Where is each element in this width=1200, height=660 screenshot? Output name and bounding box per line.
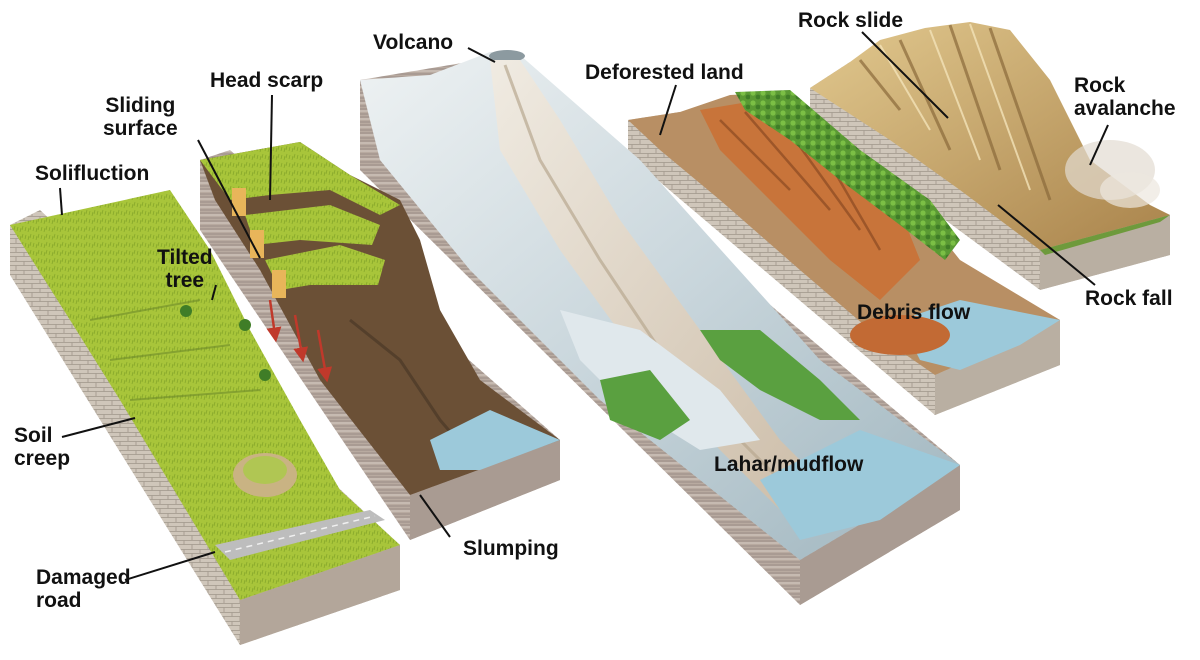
leader-tilted-tree	[211, 284, 217, 301]
label-damaged-road: Damaged road	[36, 566, 131, 612]
label-damaged-road-line1: Damaged	[36, 566, 131, 589]
label-sliding-surface: Sliding surface	[103, 94, 178, 140]
rock-block	[810, 22, 1170, 290]
label-debris-flow: Debris flow	[857, 301, 971, 324]
label-slumping: Slumping	[463, 537, 559, 560]
label-damaged-road-line2: road	[36, 588, 82, 612]
leader-rock-slide	[861, 31, 949, 119]
label-deforested-land: Deforested land	[585, 61, 744, 84]
leader-volcano	[467, 47, 496, 63]
slump-block	[200, 142, 560, 540]
label-rock-avalanche: Rock avalanche	[1074, 74, 1176, 120]
label-head-scarp: Head scarp	[210, 69, 324, 92]
leader-damaged-road	[124, 551, 216, 581]
label-tilted-tree-line1: Tilted	[157, 246, 213, 269]
label-volcano: Volcano	[373, 31, 454, 54]
leader-slumping	[419, 494, 451, 538]
label-tilted-tree-line2: tree	[165, 268, 205, 292]
leader-lines	[59, 31, 1109, 581]
label-lahar-mudflow: Lahar/mudflow	[714, 453, 864, 476]
volcano-block	[360, 50, 960, 605]
label-soil-creep-line2: creep	[14, 446, 71, 470]
leader-deforested-land	[659, 84, 677, 136]
label-rock-fall: Rock fall	[1085, 287, 1173, 310]
label-soil-creep-line1: Soil	[14, 424, 53, 447]
label-tilted-tree: Tilted tree	[157, 246, 213, 292]
label-sliding-surface-line1: Sliding	[105, 94, 176, 117]
leader-rock-avalanche	[1089, 124, 1109, 166]
leader-rock-fall	[997, 204, 1096, 286]
debris-block	[628, 90, 1060, 415]
leader-soil-creep	[61, 417, 136, 438]
label-solifluction: Solifluction	[35, 162, 150, 185]
leader-sliding-surface	[197, 139, 261, 259]
label-rock-slide: Rock slide	[798, 9, 904, 32]
label-rock-avalanche-line2: avalanche	[1074, 96, 1176, 120]
leader-head-scarp	[269, 94, 273, 201]
label-sliding-surface-line2: surface	[103, 116, 178, 140]
leader-solifluction	[59, 187, 63, 216]
soil-block	[10, 190, 400, 645]
label-soil-creep: Soil creep	[14, 424, 71, 470]
label-rock-avalanche-line1: Rock	[1074, 74, 1126, 97]
